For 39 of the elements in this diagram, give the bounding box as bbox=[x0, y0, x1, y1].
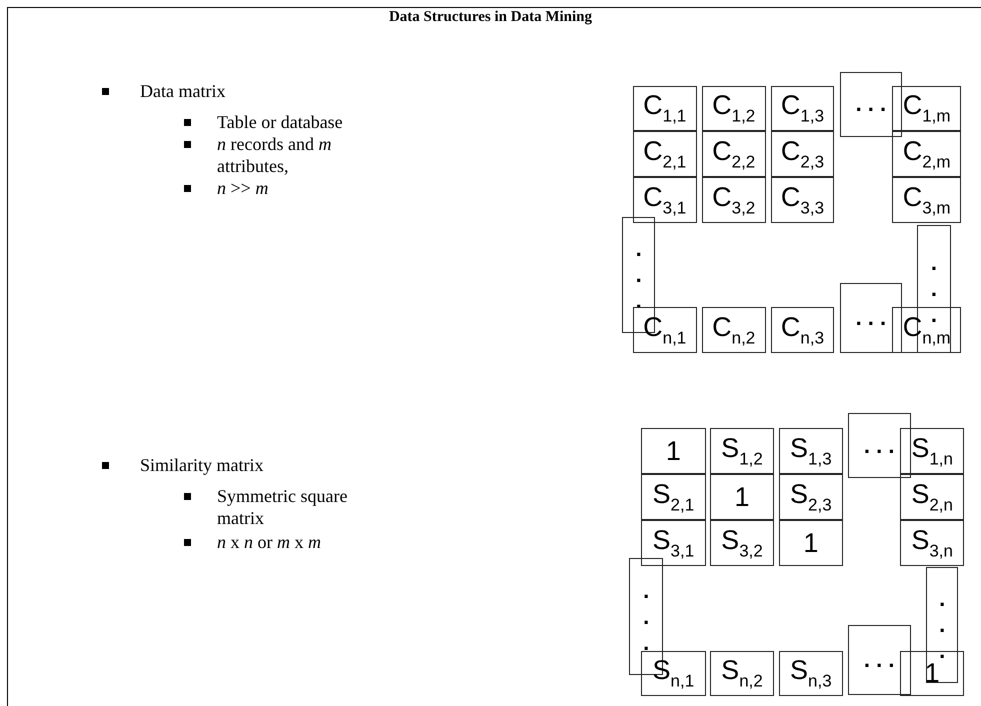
matrix-cell: S$_{n,2}$ bbox=[710, 650, 774, 696]
matrix-cell: C$_{2,m}$ bbox=[892, 131, 961, 178]
matrix-cell: C$_{3,m}$ bbox=[892, 177, 961, 224]
matrix-cell: C$_{n,3}$ bbox=[770, 307, 834, 354]
matrix-cell: S$_{1,2}$ bbox=[710, 428, 774, 474]
bullet-text: Table or database bbox=[217, 111, 344, 133]
matrix-cell: 1 bbox=[779, 520, 843, 566]
matrix-cell: C$_{n,2}$ bbox=[702, 307, 766, 354]
ellipsis-box: . . . bbox=[840, 283, 902, 353]
matrix-cell: S$_{3,2}$ bbox=[710, 520, 774, 566]
matrix-cell: S$_{2,n}$ bbox=[900, 474, 964, 520]
matrix-cell: 1 bbox=[640, 428, 706, 474]
matrix-cell: S$_{n,1}$ bbox=[640, 650, 706, 696]
matrix-cell: C$_{1,3}$ bbox=[770, 86, 834, 131]
bullet-text: Similarity matrix bbox=[140, 454, 264, 476]
matrix-cell: S$_{3,n}$ bbox=[900, 520, 964, 566]
bullet-text: n x n or m x m bbox=[217, 531, 322, 553]
ellipsis-box: . . . bbox=[848, 625, 911, 695]
bullet-text: Data matrix bbox=[140, 80, 226, 102]
matrix-cell: S$_{1,n}$ bbox=[900, 428, 964, 474]
matrix-cell: 1 bbox=[710, 474, 774, 520]
matrix-cell: C$_{3,3}$ bbox=[770, 177, 834, 224]
matrix-cell: C$_{2,1}$ bbox=[632, 131, 697, 178]
ellipsis-box: . . . bbox=[840, 72, 902, 137]
matrix-cell: S$_{1,3}$ bbox=[779, 428, 843, 474]
matrix-cell: C$_{3,2}$ bbox=[702, 177, 766, 224]
matrix-cell: C$_{2,2}$ bbox=[702, 131, 766, 178]
matrix-cell: S$_{2,1}$ bbox=[640, 474, 706, 520]
matrix-cell: C$_{3,1}$ bbox=[632, 177, 697, 224]
bullet-text: n >> m bbox=[217, 177, 270, 199]
matrix-cell: S$_{3,1}$ bbox=[640, 520, 706, 566]
matrix-cell: S$_{n,3}$ bbox=[779, 650, 843, 696]
ellipsis-box: . . . bbox=[848, 413, 911, 478]
matrix-cell: C$_{1,1}$ bbox=[632, 86, 697, 131]
matrix-cell: C$_{1,m}$ bbox=[892, 86, 961, 131]
matrix-cell: C$_{1,2}$ bbox=[702, 86, 766, 131]
title: Data Structures in Data Mining bbox=[388, 9, 594, 26]
matrix-cell: C$_{2,3}$ bbox=[770, 131, 834, 178]
matrix-cell: S$_{2,3}$ bbox=[779, 474, 843, 520]
